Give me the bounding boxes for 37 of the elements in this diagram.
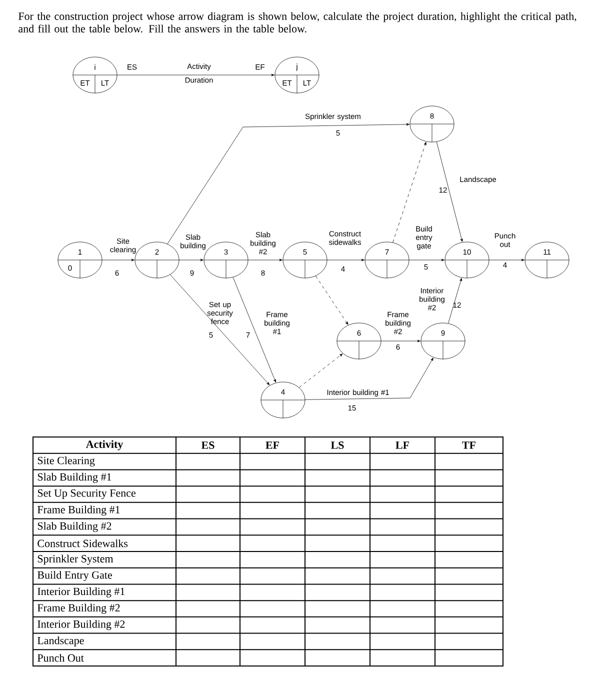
arrow [232, 277, 276, 382]
column-header: TF [462, 442, 476, 449]
arrow [102, 258, 134, 262]
column-header: Activity [86, 440, 124, 450]
activity-name: Landscape [38, 636, 84, 646]
activity-name: Interior Building #1 [38, 587, 125, 598]
question-text: For the construction project whose arrow diagram is shown below, calculate the project duration, highlight the critical path, and fill out the table below. Fill the answers in the table below. [18, 12, 576, 32]
arrow [436, 142, 463, 242]
activity-name: Build Entry Gate [38, 571, 112, 581]
arrow [392, 142, 426, 243]
column-header: EF [266, 442, 279, 449]
arrow [117, 74, 274, 76]
activity-name: Slab Building #2 [38, 522, 112, 532]
activity-name: Sprinkler System [38, 554, 114, 565]
column-header: LF [396, 442, 409, 449]
arrow [381, 340, 420, 342]
arrow [489, 258, 524, 262]
activity-name: Construct Sidewalks [38, 539, 128, 548]
activity-name: Frame Building #2 [38, 604, 120, 614]
activity-name: Set Up Security Fence [38, 489, 136, 500]
activity-name: Slab Building #1 [38, 472, 112, 483]
arrow [248, 258, 282, 262]
arrow [167, 123, 410, 244]
arrow [448, 278, 462, 324]
arrow [315, 276, 348, 325]
column-header: ES [201, 442, 214, 449]
arrow [170, 274, 270, 386]
activity-name: Frame Building #1 [38, 506, 120, 516]
arrow [409, 258, 444, 262]
activity-name: Punch Out [38, 654, 84, 662]
column-header: LS [330, 442, 344, 449]
arrow [327, 258, 364, 262]
arrow [305, 358, 434, 400]
arrow [298, 354, 343, 388]
activity-name: Interior Building #2 [38, 620, 125, 630]
activity-name: Site Clearing [38, 456, 95, 466]
arrow [179, 258, 204, 262]
